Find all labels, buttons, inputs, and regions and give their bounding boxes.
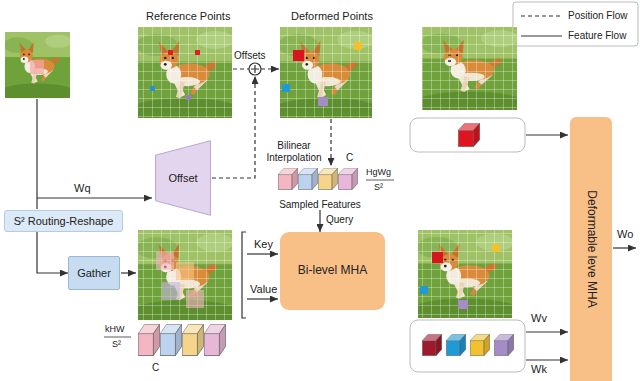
input-image (0, 32, 77, 102)
offset-network-text: Offset (168, 172, 197, 185)
feature-line (36, 99, 37, 209)
connector (319, 210, 320, 232)
trapezoid-shape (156, 141, 211, 215)
feature-cube (160, 324, 181, 355)
gathered-region (156, 252, 174, 270)
grid-overlay (138, 230, 232, 320)
feature-line (526, 359, 568, 360)
feature-cube (204, 324, 225, 355)
process-box-text: Gather (77, 267, 111, 280)
add-symbol-cross (251, 65, 259, 73)
position-line (233, 68, 249, 69)
sampled-cube (422, 334, 441, 355)
fraction-bar (366, 180, 394, 181)
sampled-cube (446, 334, 465, 355)
gathered-image (129, 230, 242, 325)
feature-cube (138, 324, 159, 355)
feature-cube (278, 168, 297, 189)
position-line (212, 76, 255, 178)
offset-network: Offset (155, 140, 211, 216)
deformed-point (458, 300, 468, 309)
key-value-group (410, 320, 525, 372)
dimension-label: kHW (105, 324, 125, 334)
feature-line (247, 298, 278, 299)
feature-line (526, 331, 568, 332)
legend-box (513, 2, 638, 46)
grid-overlay (422, 27, 517, 110)
weight-label: Wk (531, 363, 547, 376)
attention-box-text: Bi-level MHA (298, 264, 367, 278)
gathered-region (186, 290, 204, 308)
dimension-label: HgWg (366, 167, 391, 177)
deformed-point (492, 244, 500, 252)
deformed-image (271, 27, 381, 123)
deformed-point (432, 252, 443, 263)
attention-box: Bi-level MHA (280, 232, 385, 310)
dimension-label: C (346, 152, 353, 164)
weight-label: Wo (617, 228, 633, 241)
input-label: Value (250, 283, 277, 296)
weight-label: Wq (74, 182, 91, 195)
patch-highlight (30, 60, 44, 74)
process-box: S² Routing-Reshape (4, 210, 123, 232)
flow-label: Offsets (234, 50, 266, 62)
connector (37, 232, 68, 273)
weight-label: Wv (531, 312, 547, 325)
gathered-region (176, 262, 194, 280)
add-symbol (249, 63, 261, 75)
reference-point (168, 50, 173, 55)
feature-cube (298, 168, 317, 189)
deformed-point (420, 286, 428, 294)
sampled-cube (470, 334, 489, 355)
dimension-label: S² (112, 339, 121, 349)
gathered-region (162, 282, 180, 300)
bracket (242, 232, 246, 318)
image-title: Reference Points (146, 10, 230, 23)
legend-solid-sample (521, 35, 562, 36)
position-line (330, 119, 331, 166)
feature-line (526, 134, 568, 135)
legend-text: Position Flow (568, 10, 627, 22)
deformed-point (282, 84, 290, 92)
sampled-features: Sampled Features (272, 164, 368, 210)
feature-line (121, 272, 136, 273)
deformed-point (293, 50, 304, 61)
legend-dashed-sample (521, 15, 562, 16)
deformed-point (318, 97, 328, 106)
feature-line (247, 253, 278, 254)
grid-overlay (280, 27, 372, 118)
feature-line (37, 197, 152, 198)
process-box-text: S² Routing-Reshape (14, 215, 114, 228)
reference-point (195, 50, 200, 55)
reference-point (150, 86, 155, 91)
sampled-cube (494, 334, 513, 355)
grid-overlay (138, 27, 232, 118)
deformed-point (354, 42, 362, 50)
feature-cube (338, 168, 357, 189)
process-box: Gather (68, 256, 120, 290)
position-line (261, 68, 279, 69)
image-title: Deformed Points (291, 10, 373, 23)
reference-point (186, 95, 191, 100)
sampled-features-text: Sampled Features (279, 199, 361, 211)
attention-box-text: Deformable leve MHA (584, 190, 598, 307)
grid-overlay (418, 230, 512, 318)
feature-cube (318, 168, 337, 189)
edge-label: Query (325, 214, 354, 226)
dimension-label: C (152, 362, 159, 374)
feature-cube (182, 324, 203, 355)
attention-box: Deformable leve MHA (570, 117, 612, 381)
dimension-label: S² (374, 182, 383, 192)
output-image (413, 27, 527, 115)
query-group (410, 118, 525, 152)
flow-label: Bilinear Interpolation (263, 140, 325, 163)
legend-text: Feature Flow (568, 30, 626, 42)
fraction-bar (104, 337, 131, 338)
feature-line (613, 247, 636, 248)
deformed-image (409, 230, 522, 323)
query-cube (458, 123, 479, 146)
input-label: Key (254, 238, 273, 251)
reference-image (129, 27, 242, 123)
